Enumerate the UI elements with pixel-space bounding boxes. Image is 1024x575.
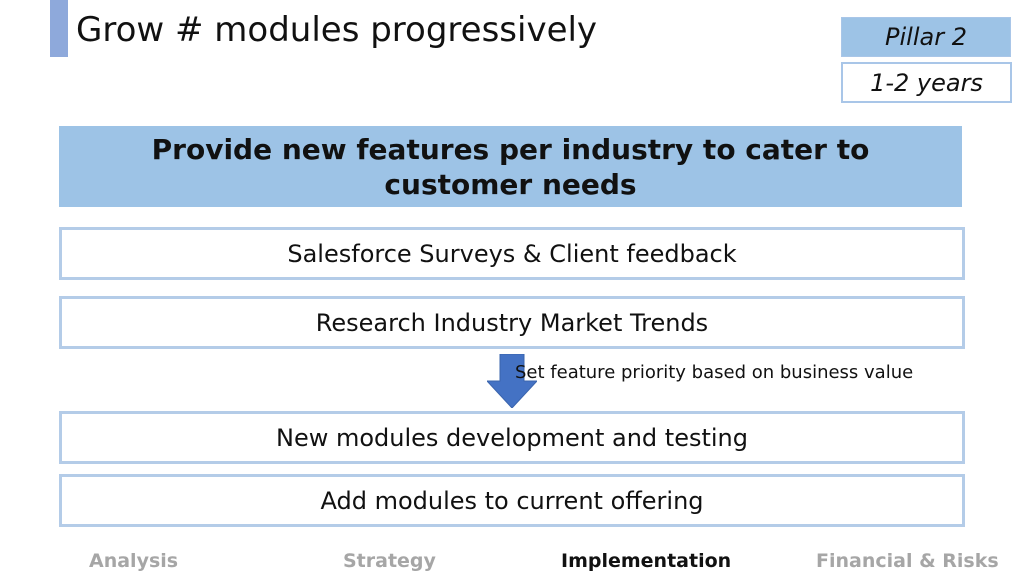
step-development-testing: New modules development and testing <box>59 411 965 464</box>
step-market-research: Research Industry Market Trends <box>59 296 965 349</box>
timeframe-badge: 1-2 years <box>841 62 1012 103</box>
step-add-modules: Add modules to current offering <box>59 474 965 527</box>
nav-analysis[interactable]: Analysis <box>89 550 179 572</box>
pillar-badge: Pillar 2 <box>841 17 1011 57</box>
nav-financial-risks[interactable]: Financial & Risks <box>816 550 999 572</box>
step-surveys-feedback: Salesforce Surveys & Client feedback <box>59 227 965 280</box>
nav-implementation[interactable]: Implementation <box>561 550 732 572</box>
title-accent-bar <box>50 0 68 57</box>
headline-banner: Provide new features per industry to cat… <box>59 126 962 207</box>
down-arrow-icon <box>487 354 537 408</box>
nav-strategy[interactable]: Strategy <box>343 550 436 572</box>
arrow-caption: Set feature priority based on business v… <box>515 362 914 383</box>
slide-title: Grow # modules progressively <box>76 10 598 50</box>
